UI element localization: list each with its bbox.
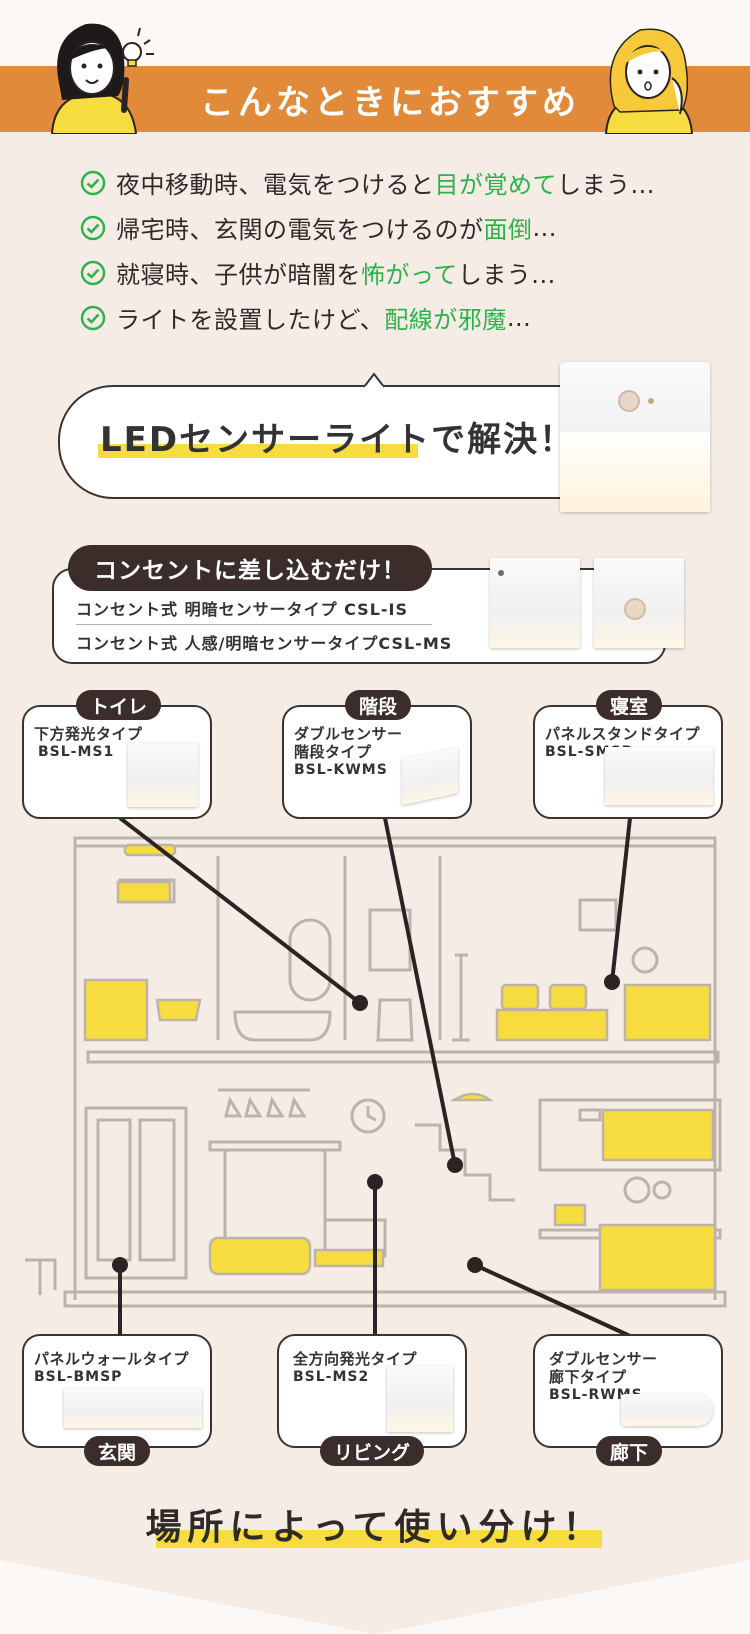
footer-title-wrap: 場所によって使い分け！ <box>0 1498 750 1550</box>
sensor-lens-icon <box>624 598 646 620</box>
woman-worried-illustration <box>604 28 694 134</box>
card-entrance: パネルウォールタイプ BSL-BMSP <box>22 1334 212 1448</box>
plug-product-line-1: コンセント式 明暗センサータイプ CSL-IS <box>76 600 409 619</box>
footer-title: 場所によって使い分け！ <box>145 1507 605 1548</box>
pointer-lines <box>112 816 632 1338</box>
check-circle-icon <box>80 305 106 330</box>
down-chevron-shape <box>0 1560 750 1634</box>
checklist-item: 就寝時、子供が暗闇を怖がってしまう... <box>80 250 720 295</box>
tag-bedroom: 寝室 <box>596 690 663 720</box>
tag-entrance: 玄関 <box>84 1436 151 1466</box>
bsl-rwms-product-image <box>621 1394 713 1426</box>
divider <box>76 624 432 625</box>
footer-marker-underline <box>156 1530 602 1548</box>
woman-idea-illustration <box>50 23 154 134</box>
house-cutaway-illustration <box>25 836 727 1308</box>
check-circle-icon <box>80 170 106 195</box>
card-living: 全方向発光タイプ BSL-MS2 <box>277 1334 467 1448</box>
tag-stairs: 階段 <box>345 690 412 720</box>
csl-is-product-image <box>490 558 580 648</box>
card-stairs: ダブルセンサー 階段タイプ BSL-KWMS <box>282 705 472 819</box>
csl-ms-product-image <box>594 558 684 648</box>
checklist-item: 帰宅時、玄関の電気をつけるのが面倒... <box>80 205 720 250</box>
check-circle-icon <box>80 260 106 285</box>
marker-underline <box>98 444 418 458</box>
plug-in-tag: コンセントに差し込むだけ！ <box>68 545 432 591</box>
tag-hallway: 廊下 <box>596 1436 663 1466</box>
bubble-pointer <box>364 372 384 388</box>
checklist-item: ライトを設置したけど、配線が邪魔... <box>80 295 720 340</box>
solution-text: LEDセンサーライトで解決！ <box>100 420 576 460</box>
plug-product-line-2: コンセント式 人感/明暗センサータイプCSL-MS <box>76 634 453 653</box>
card-toilet: 下方発光タイプ BSL-MS1 <box>22 705 212 819</box>
checklist-item: 夜中移動時、電気をつけると目が覚めてしまう... <box>80 160 720 205</box>
check-circle-icon <box>80 215 106 240</box>
tag-living: リビング <box>320 1436 425 1466</box>
lightbulb-icon <box>122 42 142 62</box>
bsl-ms1-product-image <box>128 743 198 807</box>
header-title: こんなときにおすすめ <box>200 82 580 123</box>
card-bedroom: パネルスタンドタイプ BSL-SMSP <box>533 705 723 819</box>
bsl-bmsp-product-image <box>64 1388 202 1428</box>
problem-checklist: 夜中移動時、電気をつけると目が覚めてしまう... 帰宅時、玄関の電気をつけるのが… <box>80 160 720 340</box>
card-hallway: ダブルセンサー 廊下タイプ BSL-RWMS <box>533 1334 723 1448</box>
bsl-smsp-product-image <box>605 747 713 805</box>
tag-toilet: トイレ <box>76 690 162 720</box>
sensor-light-product-image <box>560 362 710 512</box>
bsl-kwms-product-image <box>402 747 458 805</box>
bsl-ms2-product-image <box>387 1366 453 1432</box>
sensor-lens-icon <box>618 390 640 412</box>
